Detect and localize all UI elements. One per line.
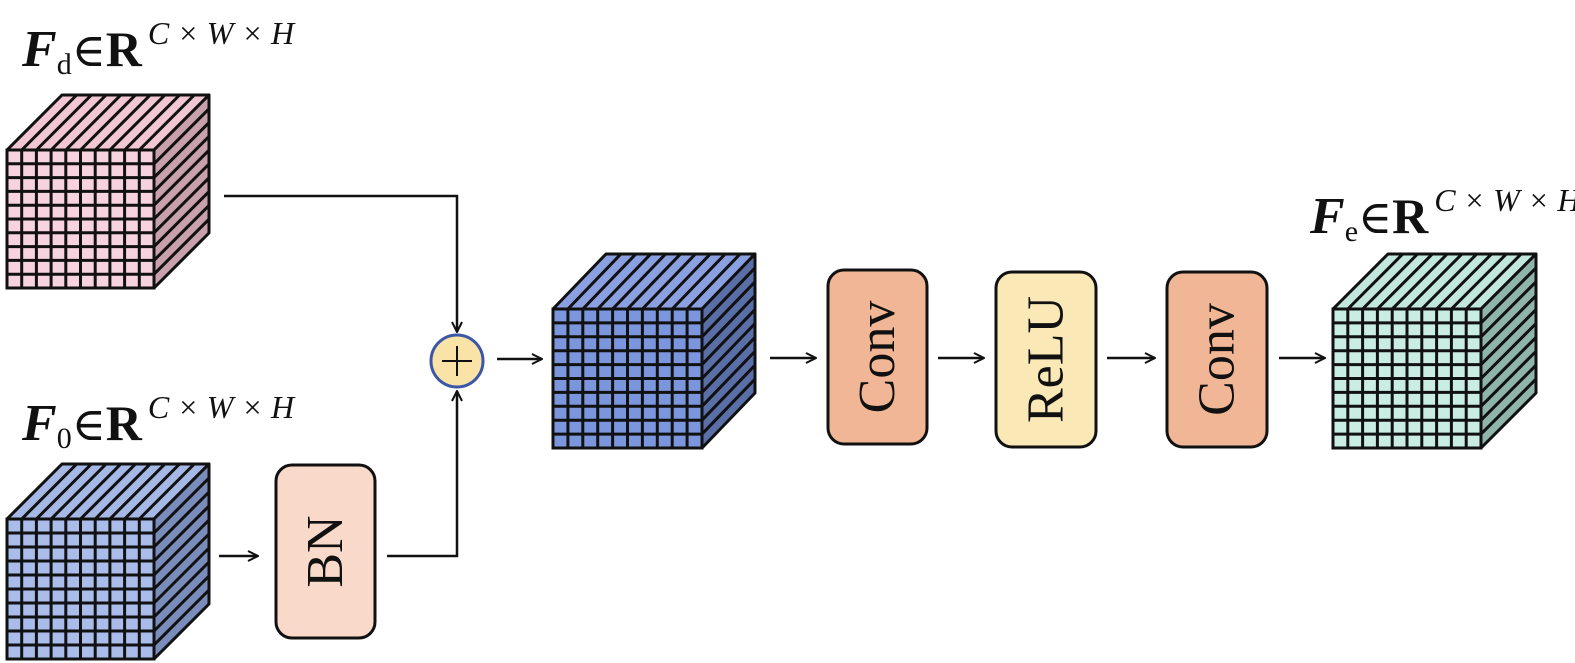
conv2-label: Conv	[1189, 303, 1246, 416]
relu-block: ReLU	[994, 270, 1098, 449]
plus-icon	[442, 346, 472, 376]
feature-cube-f0	[5, 462, 211, 661]
arrow-bn-to-sum	[387, 391, 457, 558]
conv-block-1: Conv	[826, 268, 929, 446]
conv-block-2: Conv	[1165, 270, 1269, 449]
feature-cube-fd	[5, 93, 211, 290]
elementwise-sum-node	[429, 333, 485, 389]
feature-cube-fe	[1331, 252, 1538, 450]
bn-block: BN	[274, 463, 377, 640]
feature-cube-sum	[551, 252, 757, 450]
conv1-label: Conv	[849, 301, 906, 414]
relu-label: ReLU	[1018, 296, 1075, 423]
bn-label: BN	[297, 515, 354, 587]
arrow-fd-to-sum	[224, 194, 457, 332]
